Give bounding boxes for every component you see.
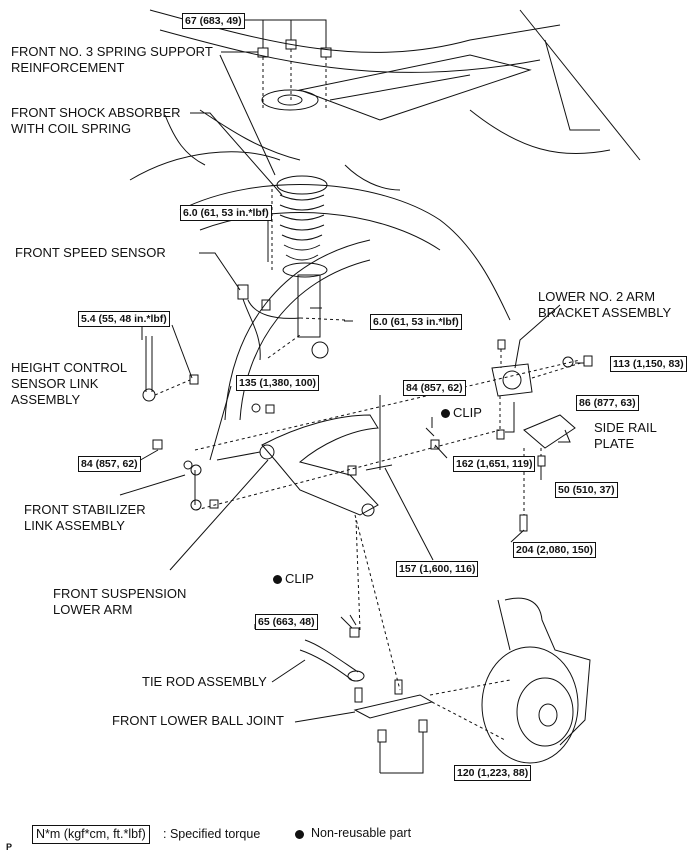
ball-joint-art [353,679,434,743]
label-height-control: HEIGHT CONTROL SENSOR LINK ASSEMBLY [11,360,128,407]
torque-lower-arm-bolt-front: 135 (1,380, 100) [236,375,320,391]
legend-nonreusable-dot [295,830,304,839]
stabilizer-link-art [152,439,219,511]
torque-bracket-nut: 113 (1,150, 83) [610,356,687,372]
legend-torque-desc: : Specified torque [163,827,261,841]
side-rail-plate-art [519,414,576,532]
nonreusable-dot-clip-2 [273,575,282,584]
torque-stabilizer-nut: 84 (857, 62) [78,456,141,472]
tie-rod-art [299,627,365,682]
legend-torque-unit: N*m (kgf*cm, ft.*lbf) [32,825,150,844]
torque-shock-bolt: 6.0 (61, 53 in.*lbf) [180,205,272,221]
label-side-rail-plate: SIDE RAIL PLATE [594,420,657,451]
label-spring-support: FRONT NO. 3 SPRING SUPPORT REINFORCEMENT [11,44,213,75]
label-clip-2: CLIP [285,571,314,586]
torque-bracket-lines [136,19,584,774]
label-suspension-lower-arm: FRONT SUSPENSION LOWER ARM [53,586,187,617]
torque-spring-support-nuts: 67 (683, 49) [182,13,245,29]
speed-sensor-art [237,284,301,361]
label-stabilizer-link: FRONT STABILIZER LINK ASSEMBLY [24,502,146,533]
page-marker: P [6,842,13,852]
clip-art [349,427,440,626]
torque-bracket-lower-bolt: 204 (2,080, 150) [513,542,597,558]
label-lower-ball-joint: FRONT LOWER BALL JOINT [112,713,284,728]
top-nuts [257,39,332,111]
torque-lower-arm-ball-joint-bolt: 157 (1,600, 116) [396,561,479,577]
bracket-art [491,339,593,440]
legend-nonreusable-label: Non-reusable part [311,826,412,840]
height-control-art [142,336,199,402]
torque-tie-rod-nut: 65 (663, 48) [255,614,318,630]
torque-lower-arm-bolt-rear: 162 (1,651, 119) [453,456,536,472]
label-speed-sensor: FRONT SPEED SENSOR [15,245,166,260]
label-tie-rod: TIE ROD ASSEMBLY [142,674,267,689]
leader-lines [119,51,571,723]
torque-ball-joint-bolts: 120 (1,223, 88) [454,765,532,781]
nonreusable-dot-clip-1 [441,409,450,418]
torque-height-control-nut: 5.4 (55, 48 in.*lbf) [78,311,170,327]
lower-arm-art [216,403,393,517]
label-clip-1: CLIP [453,405,482,420]
shock-absorber-art [276,175,329,359]
alignment-lines [194,185,581,741]
torque-lower-arm-nut: 84 (857, 62) [403,380,466,396]
torque-speed-sensor-bolt: 6.0 (61, 53 in.*lbf) [370,314,462,330]
label-shock-absorber: FRONT SHOCK ABSORBER WITH COIL SPRING [11,105,181,136]
knuckle-disc-art [481,597,591,764]
label-lower-arm-bracket: LOWER NO. 2 ARM BRACKET ASSEMBLY [538,289,672,320]
torque-side-rail-bolt: 50 (510, 37) [555,482,618,498]
torque-bracket-bolt: 86 (877, 63) [576,395,639,411]
